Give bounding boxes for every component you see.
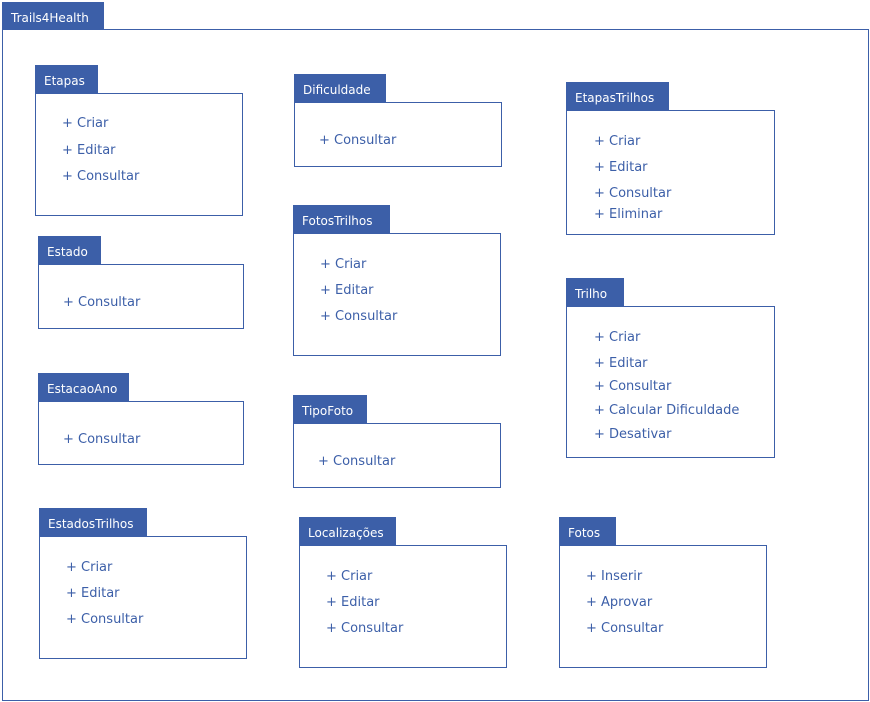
system-title: Trails4Health: [11, 11, 89, 25]
package-body: [293, 233, 501, 356]
operation: + Desativar: [594, 427, 672, 442]
package-name: Trilho: [575, 287, 608, 301]
operation: + Criar: [594, 134, 641, 149]
package-name: Estado: [47, 245, 88, 259]
package-name: Etapas: [44, 74, 85, 88]
system-title-tab: Trails4Health: [2, 2, 104, 29]
package-body: [566, 306, 775, 458]
package-tab: Localizações: [299, 517, 396, 546]
operation: + Consultar: [594, 379, 672, 394]
package-name: Dificuldade: [303, 83, 371, 97]
operation: + Consultar: [63, 432, 141, 447]
operation: + Consultar: [320, 309, 398, 324]
package-name: TipoFoto: [302, 404, 354, 418]
operation: + Editar: [320, 283, 374, 298]
package-tab: Dificuldade: [294, 74, 386, 103]
package-body: [35, 93, 243, 216]
package-name: EtapasTrilhos: [575, 91, 655, 105]
package-tab: FotosTrilhos: [293, 205, 390, 234]
package-tab: Estado: [38, 236, 101, 265]
operation: + Editar: [594, 356, 648, 371]
operation: + Criar: [62, 116, 109, 131]
package-body: [38, 264, 244, 329]
operation: + Eliminar: [594, 207, 663, 222]
operation: + Consultar: [66, 612, 144, 627]
package-body: [299, 545, 507, 668]
operation: + Criar: [326, 569, 373, 584]
package-body: [559, 545, 767, 668]
package-tab: EstacaoAno: [38, 373, 129, 402]
package-name: FotosTrilhos: [302, 214, 373, 228]
operation: + Editar: [594, 160, 648, 175]
operation: + Criar: [594, 330, 641, 345]
package-body: [39, 536, 247, 659]
package-tab: EtapasTrilhos: [566, 82, 669, 111]
operation: + Consultar: [62, 169, 140, 184]
operation: + Consultar: [318, 454, 396, 469]
package-name: EstacaoAno: [47, 382, 118, 396]
operation: + Inserir: [586, 569, 643, 584]
package-name: Localizações: [308, 526, 384, 540]
operation: + Consultar: [326, 621, 404, 636]
package-tab: Trilho: [566, 278, 624, 307]
operation: + Editar: [66, 586, 120, 601]
operation: + Editar: [326, 595, 380, 610]
operation: + Consultar: [63, 295, 141, 310]
operation: + Consultar: [319, 133, 397, 148]
operation: + Calcular Dificuldade: [594, 403, 740, 418]
package-tab: EstadosTrilhos: [39, 508, 147, 537]
package-tab: Fotos: [559, 517, 616, 546]
operation: + Editar: [62, 143, 116, 158]
operation: + Criar: [320, 257, 367, 272]
package-body: [293, 423, 501, 488]
operation: + Consultar: [594, 186, 672, 201]
package-body: [294, 102, 502, 167]
operation: + Criar: [66, 560, 113, 575]
package-name: EstadosTrilhos: [48, 517, 134, 531]
operation: + Consultar: [586, 621, 664, 636]
package-body: [38, 401, 244, 465]
package-name: Fotos: [568, 526, 601, 540]
package-tab: Etapas: [35, 65, 98, 94]
package-tab: TipoFoto: [293, 395, 367, 424]
operation: + Aprovar: [586, 595, 653, 610]
package-body: [566, 110, 775, 235]
